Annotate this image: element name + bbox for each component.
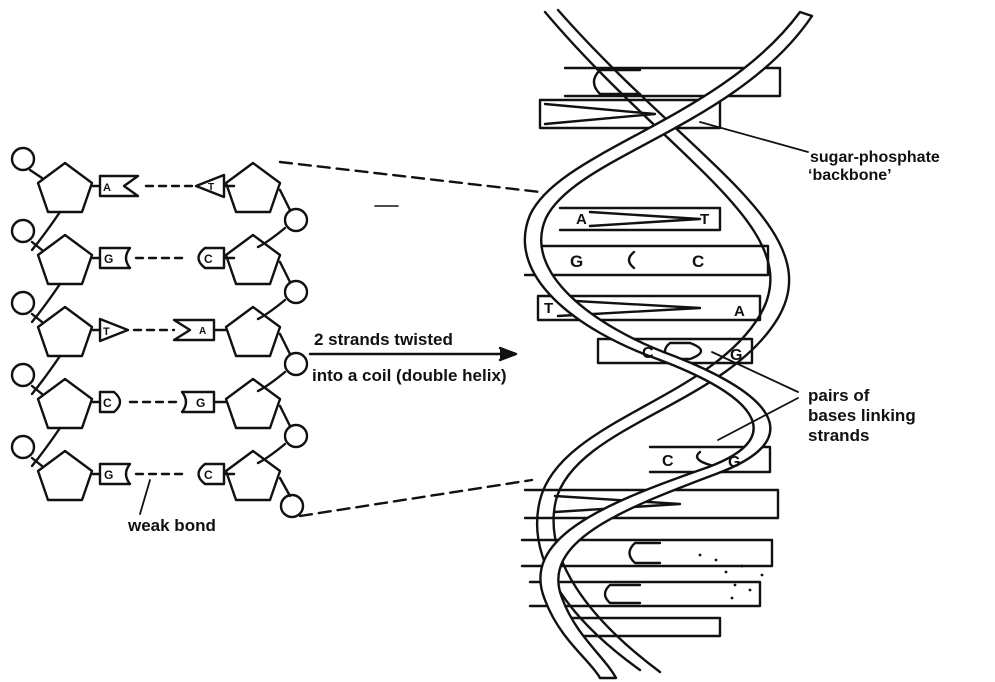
speckle [731,597,734,600]
phosphate-link [280,190,290,210]
helix-rung [525,246,768,275]
backbone-label-line1: sugar-phosphate [810,148,940,168]
phosphate-circle [285,281,307,303]
phosphate-circle [12,292,34,314]
rung-base-shape [605,585,640,603]
rung-base-shape [629,252,634,268]
speckle [761,574,764,577]
pairs-label-line3: strands [808,426,869,446]
sugar-pentagon [226,235,280,284]
ladder-base-left-2: G [104,252,113,266]
sugar-pentagon [38,451,92,500]
phosphate-circle [12,436,34,458]
weak-bond-label: weak bond [128,516,216,536]
speckle [734,584,737,587]
sugar-pentagon [38,379,92,428]
speckle [749,589,752,592]
pairs-label-line1: pairs of [808,386,869,406]
phosphate-circle [12,148,34,170]
hydrogen-bonds [130,186,196,474]
helix-base-left-5: C [662,453,674,470]
sugar-pentagon [38,235,92,284]
helix-rung [570,618,720,636]
speckle [699,554,702,557]
helix-strand-back [554,10,790,672]
ladder-base-right-1: T [208,182,214,193]
ladder-base-right-5: C [204,468,213,482]
sugar-pentagon [226,307,280,356]
arrow-label-line2: into a coil (double helix) [312,366,507,386]
speckle [715,559,718,562]
double-helix [522,10,812,678]
helix-base-left-3: T [544,300,553,317]
phosphate-circle [12,364,34,386]
ladder-base-left-4: C [103,396,112,410]
phosphate-link [280,334,290,354]
phosphate-link [280,478,290,496]
phosphate-circle [285,425,307,447]
ladder-base-right-2: C [204,252,213,266]
right-strand [174,163,307,517]
phosphate-circle [12,220,34,242]
rung-base-shape [697,452,714,466]
helix-base-right-4: G [730,347,742,364]
sugar-pentagon [226,451,280,500]
backbone-leader [700,122,808,152]
phosphate-link [258,228,285,247]
left-strand [12,148,138,500]
weak-bond-leader [140,480,150,514]
phosphate-link [280,406,290,426]
ladder-base-right-3: A [199,326,206,337]
helix-base-left-2: G [570,252,583,271]
ladder-base-left-3: T [103,326,110,338]
phosphate-link [258,300,285,319]
helix-base-left-4: C [642,345,654,362]
helix-base-right-3: A [734,303,745,320]
projection-line [280,162,540,192]
phosphate-link [280,262,290,282]
helix-base-right-5: G [728,454,740,471]
sugar-pentagon [38,163,92,212]
phosphate-link [258,444,285,463]
projection-line [300,480,532,516]
helix-base-right-2: C [692,252,704,271]
phosphate-circle [285,353,307,375]
rung-base-shape [630,543,661,563]
speckle [725,571,728,574]
backbone-label-line2: ‘backbone’ [808,166,892,186]
phosphate-link [258,372,285,391]
speckle [741,565,744,568]
phosphate-link [30,170,42,178]
ladder-base-left-1: A [103,182,111,194]
pairs-label-line2: bases linking [808,406,916,426]
ladder-base-left-5: G [104,468,113,482]
sugar-pentagon [38,307,92,356]
rung-base-shape [545,104,655,124]
phosphate-circle [285,209,307,231]
rung-base-shape [590,212,700,226]
helix-strand-back [537,12,770,670]
sugar-pentagon [226,379,280,428]
helix-base-right-1: T [700,211,709,228]
base-shape-right [174,320,214,340]
helix-arrow-head [500,348,516,360]
arrow-label-line1: 2 strands twisted [314,330,453,350]
helix-base-left-1: A [576,211,587,228]
sugar-pentagon [226,163,280,212]
ladder-base-right-4: G [196,396,205,410]
phosphate-circle [281,495,303,517]
